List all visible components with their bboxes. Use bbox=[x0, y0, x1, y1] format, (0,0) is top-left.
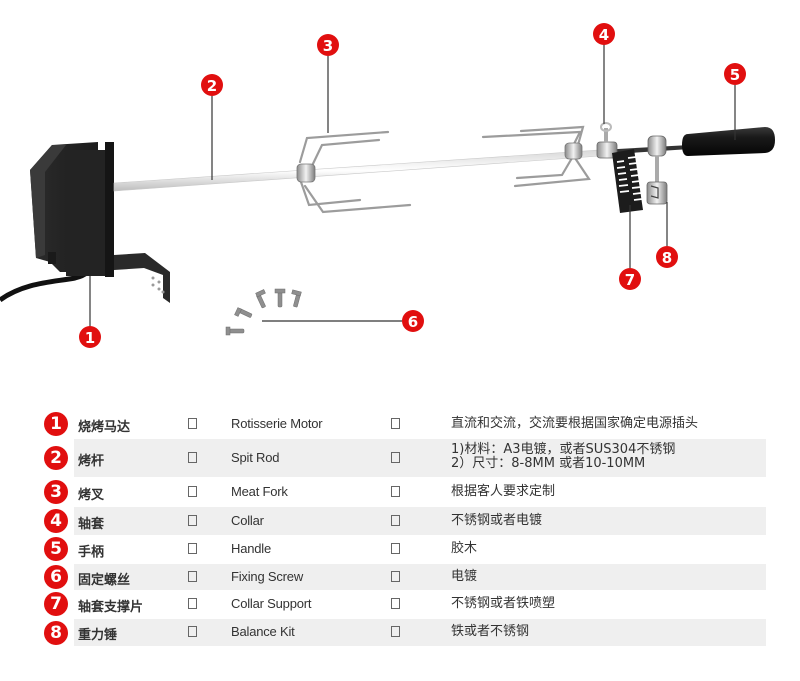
part-name-cn: 手柄 bbox=[78, 545, 105, 560]
collar bbox=[596, 122, 618, 159]
separator-box-icon bbox=[391, 571, 400, 582]
svg-text:5: 5 bbox=[730, 66, 740, 84]
part-description: 1)材料：A3电镀，或者SUS304不锈钢 2）尺寸：8-8MM 或者10-10… bbox=[451, 443, 675, 471]
callout-4: 4 bbox=[593, 23, 615, 45]
callout-8: 8 bbox=[656, 246, 678, 268]
row-number-badge: 5 bbox=[44, 537, 68, 561]
separator-box-icon bbox=[188, 543, 197, 554]
separator-box-icon bbox=[391, 515, 400, 526]
callout-1: 1 bbox=[79, 326, 101, 348]
part-name-en: Spit Rod bbox=[231, 450, 280, 465]
table-row: 6 固定螺丝 Fixing Screw 电镀 bbox=[0, 564, 800, 590]
leader-lines bbox=[89, 43, 736, 327]
handle bbox=[682, 127, 775, 156]
part-description: 铁或者不锈钢 bbox=[451, 624, 530, 639]
rotisserie-motor bbox=[30, 142, 170, 303]
collar-support bbox=[612, 149, 643, 213]
separator-box-icon bbox=[391, 418, 400, 429]
separator-box-icon bbox=[391, 626, 400, 637]
svg-text:7: 7 bbox=[625, 271, 635, 289]
svg-text:1: 1 bbox=[85, 329, 95, 347]
callout-7: 7 bbox=[619, 268, 641, 290]
part-description-line: 1)材料：A3电镀，或者SUS304不锈钢 bbox=[451, 442, 676, 457]
table-row: 2 烤杆 Spit Rod 1)材料：A3电镀，或者SUS304不锈钢 2）尺寸… bbox=[0, 439, 800, 477]
separator-box-icon bbox=[391, 486, 400, 497]
part-name-cn: 轴套 bbox=[78, 517, 105, 532]
separator-box-icon bbox=[188, 571, 197, 582]
part-name-en: Collar Support bbox=[231, 596, 312, 611]
part-description-line: 2）尺寸：8-8MM 或者10-10MM bbox=[451, 456, 646, 471]
svg-text:2: 2 bbox=[207, 77, 217, 95]
balance-kit bbox=[646, 135, 668, 205]
part-name-en: Fixing Screw bbox=[231, 569, 304, 584]
part-name-en: Handle bbox=[231, 541, 271, 556]
part-name-cn: 烧烤马达 bbox=[78, 420, 131, 435]
row-number-badge: 1 bbox=[44, 412, 68, 436]
part-name-en: Meat Fork bbox=[231, 484, 288, 499]
svg-text:8: 8 bbox=[662, 249, 672, 267]
separator-box-icon bbox=[188, 626, 197, 637]
separator-box-icon bbox=[391, 543, 400, 554]
separator-box-icon bbox=[188, 515, 197, 526]
row-number-badge: 7 bbox=[44, 592, 68, 616]
svg-text:6: 6 bbox=[408, 313, 418, 331]
svg-text:4: 4 bbox=[599, 26, 609, 44]
part-description: 胶木 bbox=[451, 541, 478, 556]
part-name-en: Collar bbox=[231, 513, 264, 528]
part-name-en: Balance Kit bbox=[231, 624, 295, 639]
callout-2: 2 bbox=[201, 74, 223, 96]
part-description: 直流和交流，交流要根据国家确定电源插头 bbox=[451, 416, 699, 431]
part-name-cn: 固定螺丝 bbox=[78, 573, 131, 588]
table-row: 1 烧烤马达 Rotisserie Motor 直流和交流，交流要根据国家确定电… bbox=[0, 410, 800, 438]
part-name-cn: 轴套支撑片 bbox=[78, 600, 144, 615]
separator-box-icon bbox=[188, 418, 197, 429]
meat-fork-right-collar bbox=[564, 142, 583, 160]
rotisserie-diagram: 1 2 3 4 5 6 7 8 bbox=[0, 23, 775, 348]
part-name-en: Rotisserie Motor bbox=[231, 416, 323, 431]
callout-3: 3 bbox=[317, 34, 339, 56]
table-row: 4 轴套 Collar 不锈钢或者电镀 bbox=[0, 507, 800, 535]
part-name-cn: 烤杆 bbox=[78, 454, 105, 469]
separator-box-icon bbox=[188, 486, 197, 497]
table-row: 5 手柄 Handle 胶木 bbox=[0, 536, 800, 563]
callout-5: 5 bbox=[724, 63, 746, 85]
part-name-cn: 烤叉 bbox=[78, 488, 105, 503]
part-description: 不锈钢或者电镀 bbox=[451, 513, 543, 528]
part-description: 电镀 bbox=[451, 569, 478, 584]
callout-6: 6 bbox=[402, 310, 424, 332]
meat-fork-left bbox=[298, 130, 412, 214]
row-number-badge: 4 bbox=[44, 509, 68, 533]
fixing-screws bbox=[225, 288, 302, 336]
separator-box-icon bbox=[391, 598, 400, 609]
part-description: 根据客人要求定制 bbox=[451, 484, 556, 499]
separator-box-icon bbox=[391, 452, 400, 463]
row-number-badge: 3 bbox=[44, 480, 68, 504]
table-row: 3 烤叉 Meat Fork 根据客人要求定制 bbox=[0, 478, 800, 506]
row-number-badge: 8 bbox=[44, 621, 68, 645]
row-number-badge: 2 bbox=[44, 446, 68, 470]
separator-box-icon bbox=[188, 598, 197, 609]
meat-fork-left-collar bbox=[296, 163, 316, 183]
part-name-cn: 重力锤 bbox=[78, 628, 118, 643]
row-number-badge: 6 bbox=[44, 565, 68, 589]
separator-box-icon bbox=[188, 452, 197, 463]
part-description: 不锈钢或者铁喷塑 bbox=[451, 596, 556, 611]
table-row: 7 轴套支撑片 Collar Support 不锈钢或者铁喷塑 bbox=[0, 591, 800, 618]
svg-text:3: 3 bbox=[323, 37, 333, 55]
table-row: 8 重力锤 Balance Kit 铁或者不锈钢 bbox=[0, 619, 800, 646]
